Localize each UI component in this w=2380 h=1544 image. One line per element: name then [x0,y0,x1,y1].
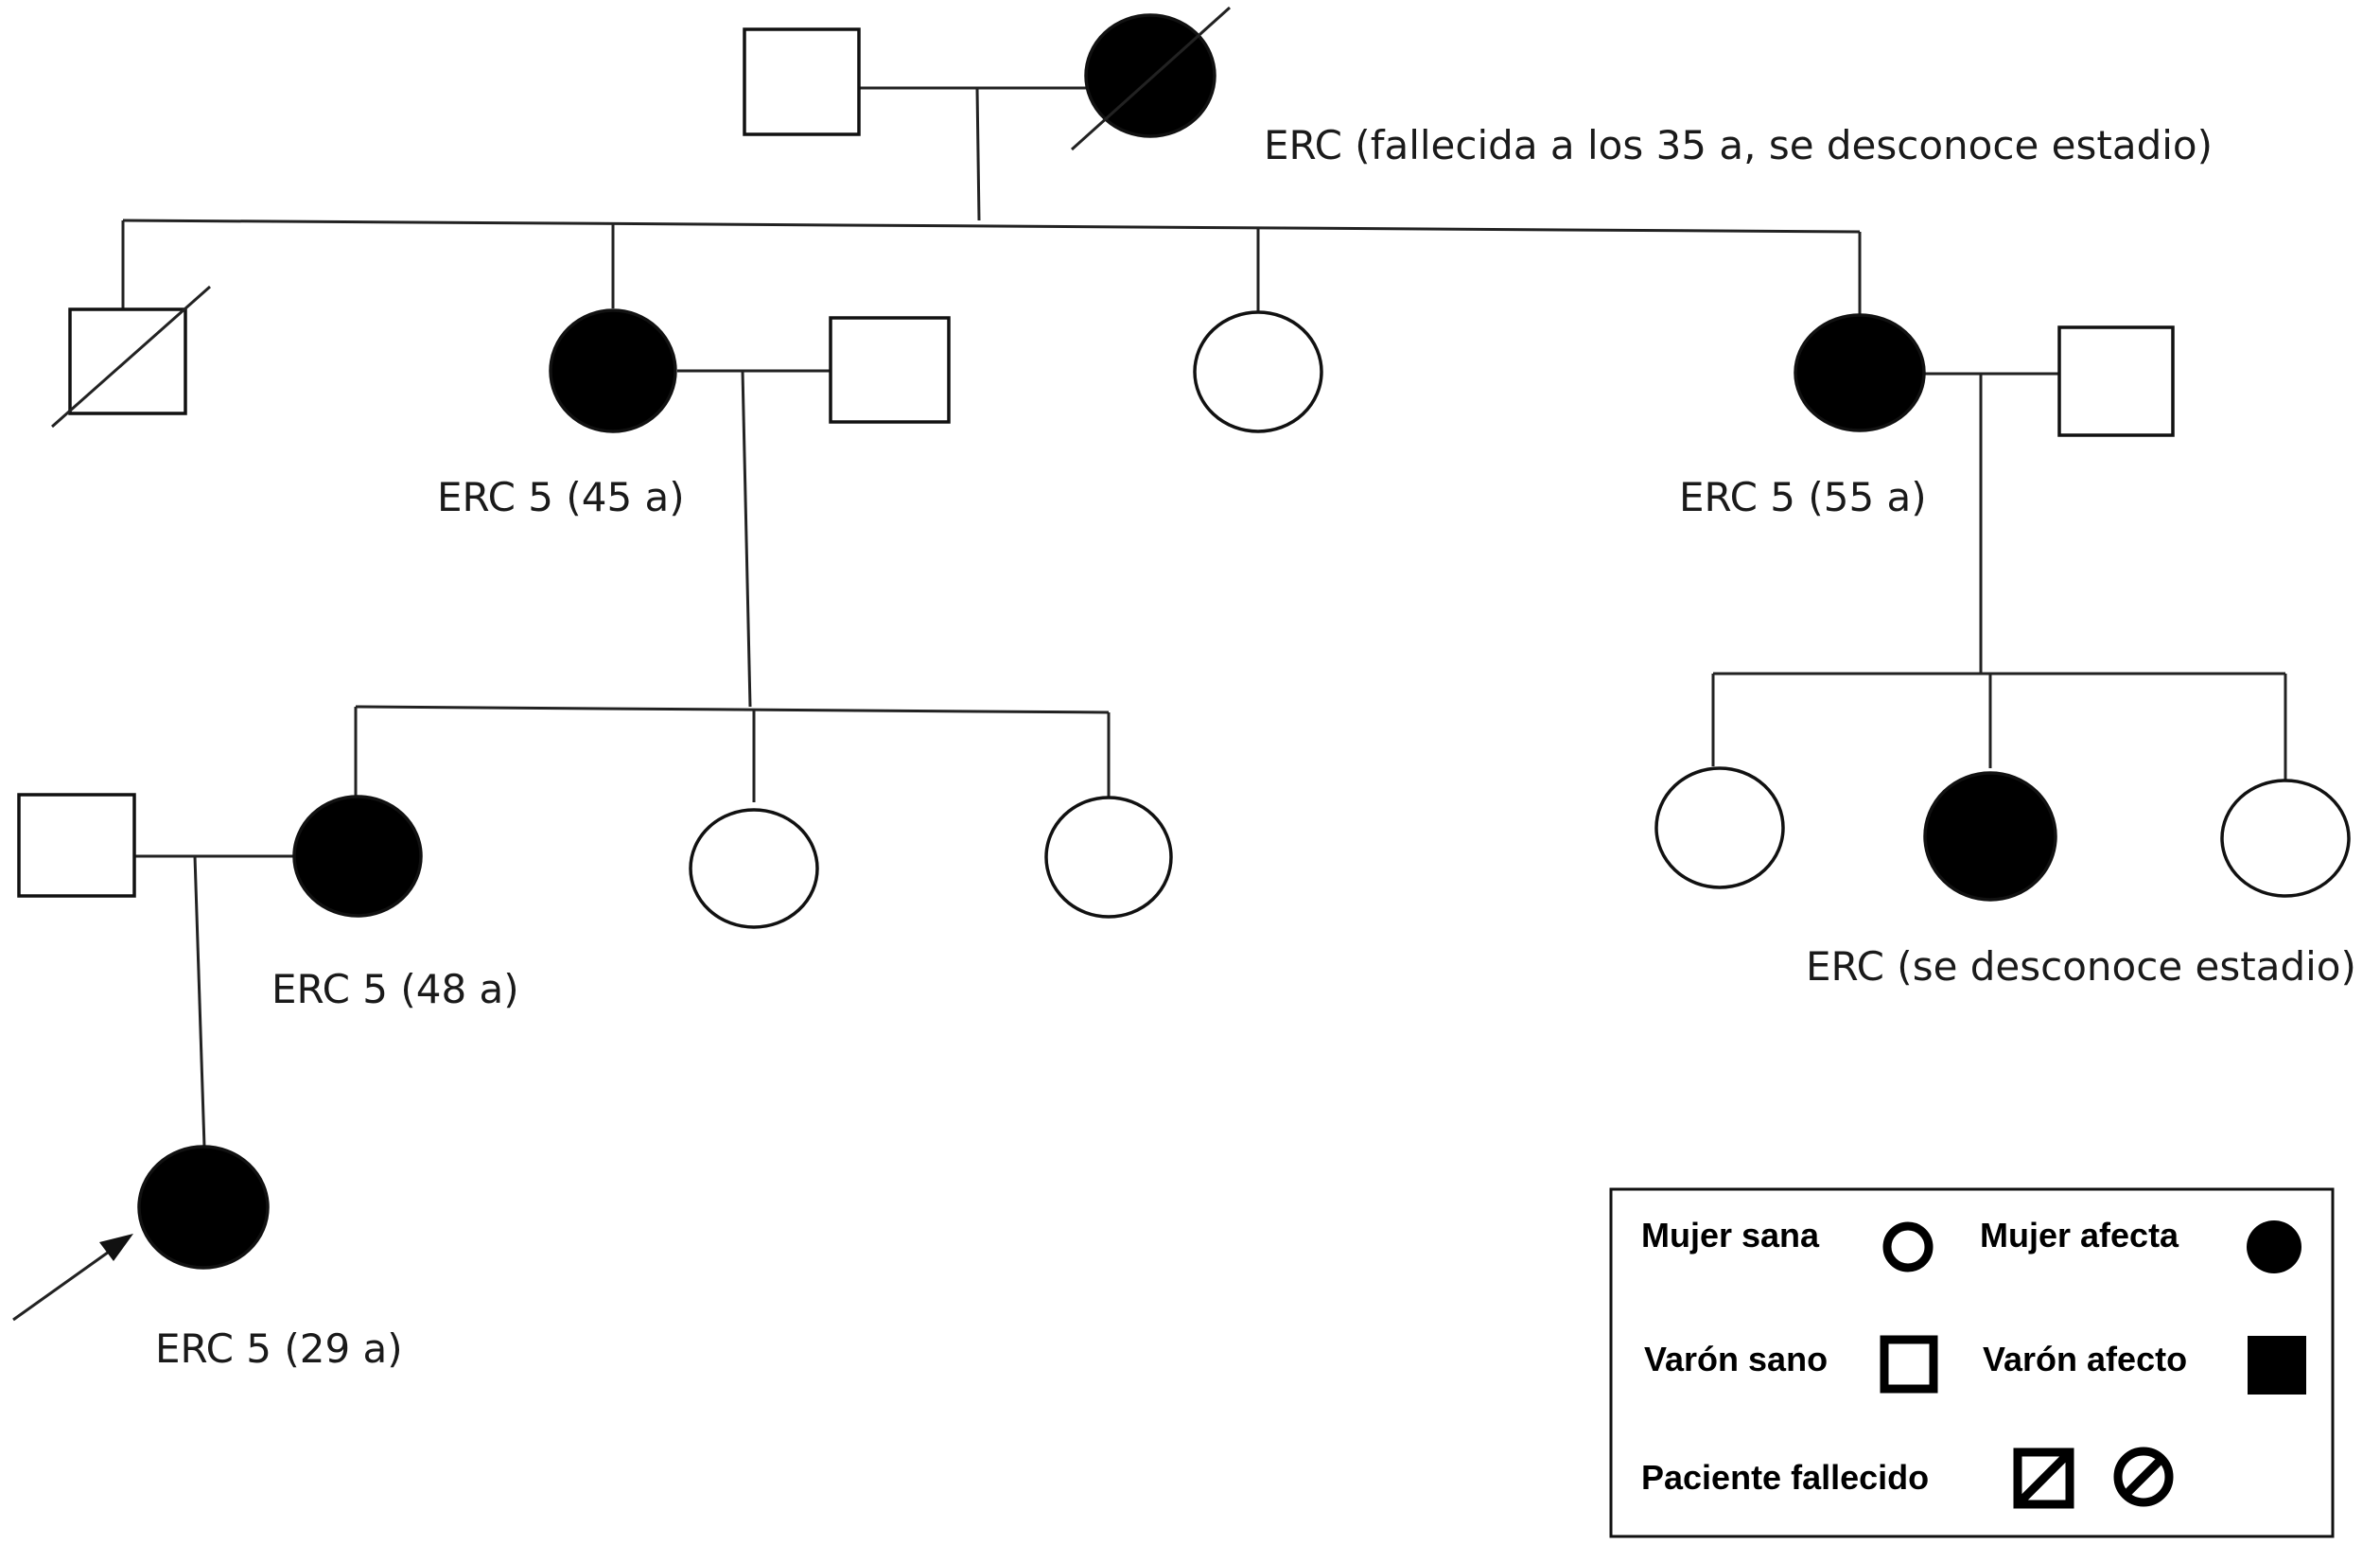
relationship-lines [121,86,2287,1148]
cousin-healthy-female-2 [1044,796,1173,919]
legend-male-healthy-icon [1880,1335,1938,1394]
sibship-line-gen2 [122,219,1861,234]
aunt-left-note: ERC 5 (45 a) [437,474,685,520]
grandmother-note: ERC (fallecida a los 35 a, se desconoce … [1264,122,2213,168]
proband-arrow-shaft [12,1248,113,1322]
generation-3 [17,766,2351,929]
legend-female-affected-icon [2247,1220,2301,1273]
aunt-left-affected-female [549,308,677,433]
legend-female-healthy-icon [1882,1221,1934,1272]
proband-note: ERC 5 (29 a) [155,1325,403,1372]
deceased-slash-grandmother [1070,6,1232,151]
aunt-right-affected-female [1794,313,1926,432]
descent-line-gen1 [975,87,981,221]
legend-box [1609,1187,2335,1538]
legend: Mujer sana Mujer afecta Varón sano Varón… [1609,1187,2335,1538]
father-healthy-male [17,793,136,898]
cousin-note: ERC (se desconoce estadio) [1806,943,2356,990]
grandfather-healthy-male [743,27,861,136]
annotations: ERC (fallecida a los 35 a, se desconoce … [155,122,2356,1372]
mother-affected-female [292,795,423,918]
legend-label-male-healthy: Varón sano [1644,1340,1828,1378]
aunt-right-spouse-male [2057,325,2175,437]
legend-deceased-male-slash [2014,1448,2074,1508]
deceased-slash-uncle [51,285,211,429]
mother-note: ERC 5 (48 a) [271,966,519,1012]
generation-2 [51,285,2175,437]
legend-label-deceased: Paciente fallecido [1641,1458,1929,1497]
cousin-healthy-female-1 [689,808,819,929]
cousin-healthy-female-3 [1654,766,1785,889]
sibship-line-gen3-left [355,705,1110,714]
generation-4 [12,1145,270,1322]
legend-deceased-female-slash [2122,1455,2165,1499]
legend-label-female-healthy: Mujer sana [1641,1216,1820,1254]
descent-line-proband [193,855,206,1148]
generation-1 [743,6,1232,151]
proband-affected-female [137,1145,270,1270]
cousin-healthy-female-4 [2220,779,2351,898]
legend-label-male-affected: Varón afecto [1983,1340,2187,1378]
cousin-affected-female [1923,771,2057,902]
aunt-right-note: ERC 5 (55 a) [1679,474,1927,520]
legend-male-affected-icon [2248,1336,2306,1395]
legend-label-female-affected: Mujer afecta [1980,1216,2179,1254]
aunt-left-spouse-male [829,316,951,424]
proband-arrow-head [99,1234,133,1261]
descent-line-left [741,370,752,708]
aunt-healthy-female [1193,310,1323,433]
